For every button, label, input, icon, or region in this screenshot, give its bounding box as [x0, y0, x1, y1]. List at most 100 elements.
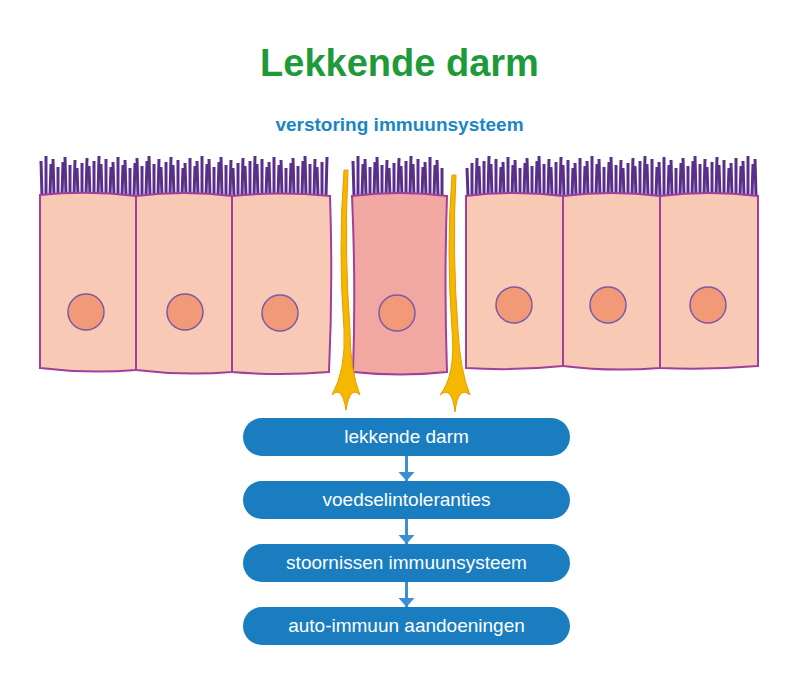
microvillus — [755, 159, 756, 196]
microvillus — [587, 161, 588, 196]
microvillus — [57, 167, 60, 196]
microvillus — [153, 164, 156, 196]
box-label: stoornissen immuunsysteem — [286, 552, 527, 574]
microvillus — [237, 163, 240, 196]
microvillus — [285, 168, 288, 196]
microvillus — [410, 156, 411, 196]
microvillus — [177, 160, 180, 196]
microvillus — [213, 167, 216, 196]
microvillus — [716, 157, 717, 196]
microvillus — [596, 164, 597, 196]
microvillus — [281, 160, 282, 196]
microvillus — [579, 158, 582, 196]
microvillus — [269, 162, 270, 196]
microvillus — [146, 161, 147, 196]
microvillus — [560, 157, 561, 196]
subtitle: verstoring immuunsysteem — [0, 114, 799, 136]
microvillus — [218, 162, 219, 196]
microvillus — [182, 168, 183, 196]
microvillus — [437, 160, 438, 196]
microvillus — [500, 167, 501, 196]
microvillus — [293, 158, 294, 196]
microvillus — [137, 158, 138, 196]
microvillus — [719, 165, 720, 196]
microvillus — [93, 161, 96, 196]
microvillus — [129, 168, 132, 196]
process-box: lekkende darm — [243, 418, 570, 456]
microvillus — [752, 164, 753, 196]
microvillus — [524, 163, 525, 196]
microvillus — [728, 168, 729, 196]
microvillus — [141, 166, 144, 196]
arrow-head — [399, 598, 415, 607]
microvillus — [723, 160, 726, 196]
microvillus — [197, 161, 198, 196]
microvillus — [422, 167, 423, 196]
microvillus — [290, 163, 291, 196]
microvillus — [543, 164, 546, 196]
box-label: lekkende darm — [344, 426, 469, 448]
microvillus — [627, 163, 630, 196]
microvillus — [548, 159, 549, 196]
microvillus — [278, 165, 279, 196]
microvillus — [353, 161, 354, 196]
microvillus — [209, 159, 210, 196]
microvillus — [45, 156, 48, 196]
microvillus — [651, 159, 654, 196]
box-label: auto-immuun aandoeningen — [288, 615, 525, 637]
microvillus — [747, 156, 750, 196]
microvillus — [647, 164, 648, 196]
microvillus — [615, 165, 618, 196]
microvillus — [632, 158, 633, 196]
microvillus — [233, 168, 234, 196]
microvillus — [692, 161, 693, 196]
microvillus — [683, 158, 684, 196]
microvillus — [512, 165, 513, 196]
microvillus — [201, 156, 204, 196]
microvillus — [254, 156, 255, 196]
microvillus — [575, 163, 576, 196]
microvillus — [149, 156, 150, 196]
microvillus — [711, 162, 714, 196]
microvillus — [374, 162, 375, 196]
microvillus — [41, 161, 42, 196]
microvillus — [225, 165, 228, 196]
microvillus — [86, 158, 87, 196]
microvillus — [735, 158, 738, 196]
process-box: stoornissen immuunsysteem — [243, 544, 570, 582]
microvillus — [599, 159, 600, 196]
microvillus — [639, 161, 642, 196]
microvillus — [242, 158, 243, 196]
microvillus — [117, 157, 120, 196]
microvillus — [81, 163, 84, 196]
microvillus — [608, 162, 609, 196]
microvillus — [656, 167, 657, 196]
microvillus — [165, 162, 168, 196]
microvillus — [491, 164, 492, 196]
microvillus — [635, 166, 636, 196]
process-box: voedselintoleranties — [243, 481, 570, 519]
microvillus — [74, 160, 75, 196]
microvillus — [309, 164, 312, 196]
microvillus — [476, 158, 477, 196]
microvillus — [495, 159, 498, 196]
microvillus — [527, 158, 528, 196]
microvillus — [134, 163, 135, 196]
microvillus — [50, 164, 51, 196]
microvillus — [321, 162, 324, 196]
microvillus — [467, 168, 468, 196]
microvillus — [317, 167, 318, 196]
microvillus — [194, 166, 195, 196]
microvillus — [687, 166, 690, 196]
microvillus — [101, 164, 102, 196]
microvillus — [483, 161, 486, 196]
microvillus — [503, 162, 504, 196]
microvillus — [185, 163, 186, 196]
microvillus — [398, 158, 399, 196]
microvillus — [65, 157, 66, 196]
microvillus — [551, 167, 552, 196]
microvillus — [743, 161, 744, 196]
microvillus — [584, 166, 585, 196]
microvillus — [425, 162, 426, 196]
